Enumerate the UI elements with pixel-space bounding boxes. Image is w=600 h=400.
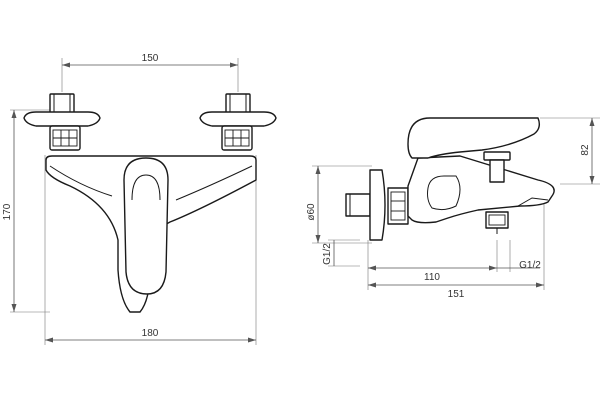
diverter-knob bbox=[483, 151, 511, 183]
dim-thread-left-label: G1/2 bbox=[322, 243, 333, 265]
dim-inner-label: 110 bbox=[424, 272, 440, 283]
dim-top-label: 150 bbox=[142, 53, 159, 64]
dimension-overall: 151 bbox=[368, 200, 545, 300]
lever-handle bbox=[123, 157, 169, 295]
front-view: 150 170 180 bbox=[2, 53, 277, 345]
dimension-bottom: 180 bbox=[44, 155, 257, 345]
dim-right-label: 82 bbox=[580, 144, 591, 156]
dimension-thread-left: G1/2 bbox=[322, 239, 360, 267]
dim-bottom-label: 180 bbox=[142, 328, 159, 339]
right-connector bbox=[199, 93, 277, 151]
dim-thread-right-label: G1/2 bbox=[519, 260, 541, 271]
dimension-top: 150 bbox=[61, 53, 239, 92]
dimension-thread-right: G1/2 bbox=[497, 240, 541, 272]
side-view: ø60 G1/2 82 110 bbox=[306, 117, 600, 300]
side-body bbox=[407, 155, 555, 224]
dimension-diameter: ø60 bbox=[306, 165, 372, 244]
dimension-left: 170 bbox=[2, 109, 50, 313]
dimension-right: 82 bbox=[540, 117, 600, 185]
dim-overall-label: 151 bbox=[448, 289, 465, 300]
side-rosette bbox=[369, 169, 386, 241]
side-nut bbox=[387, 187, 409, 225]
wall-pipe bbox=[345, 193, 371, 217]
left-connector bbox=[23, 93, 101, 151]
dimension-inner: 110 bbox=[367, 240, 498, 290]
side-lever bbox=[407, 117, 541, 159]
shower-outlet bbox=[485, 211, 509, 234]
dim-left-label: 170 bbox=[2, 203, 13, 220]
dim-diameter-label: ø60 bbox=[306, 203, 317, 221]
